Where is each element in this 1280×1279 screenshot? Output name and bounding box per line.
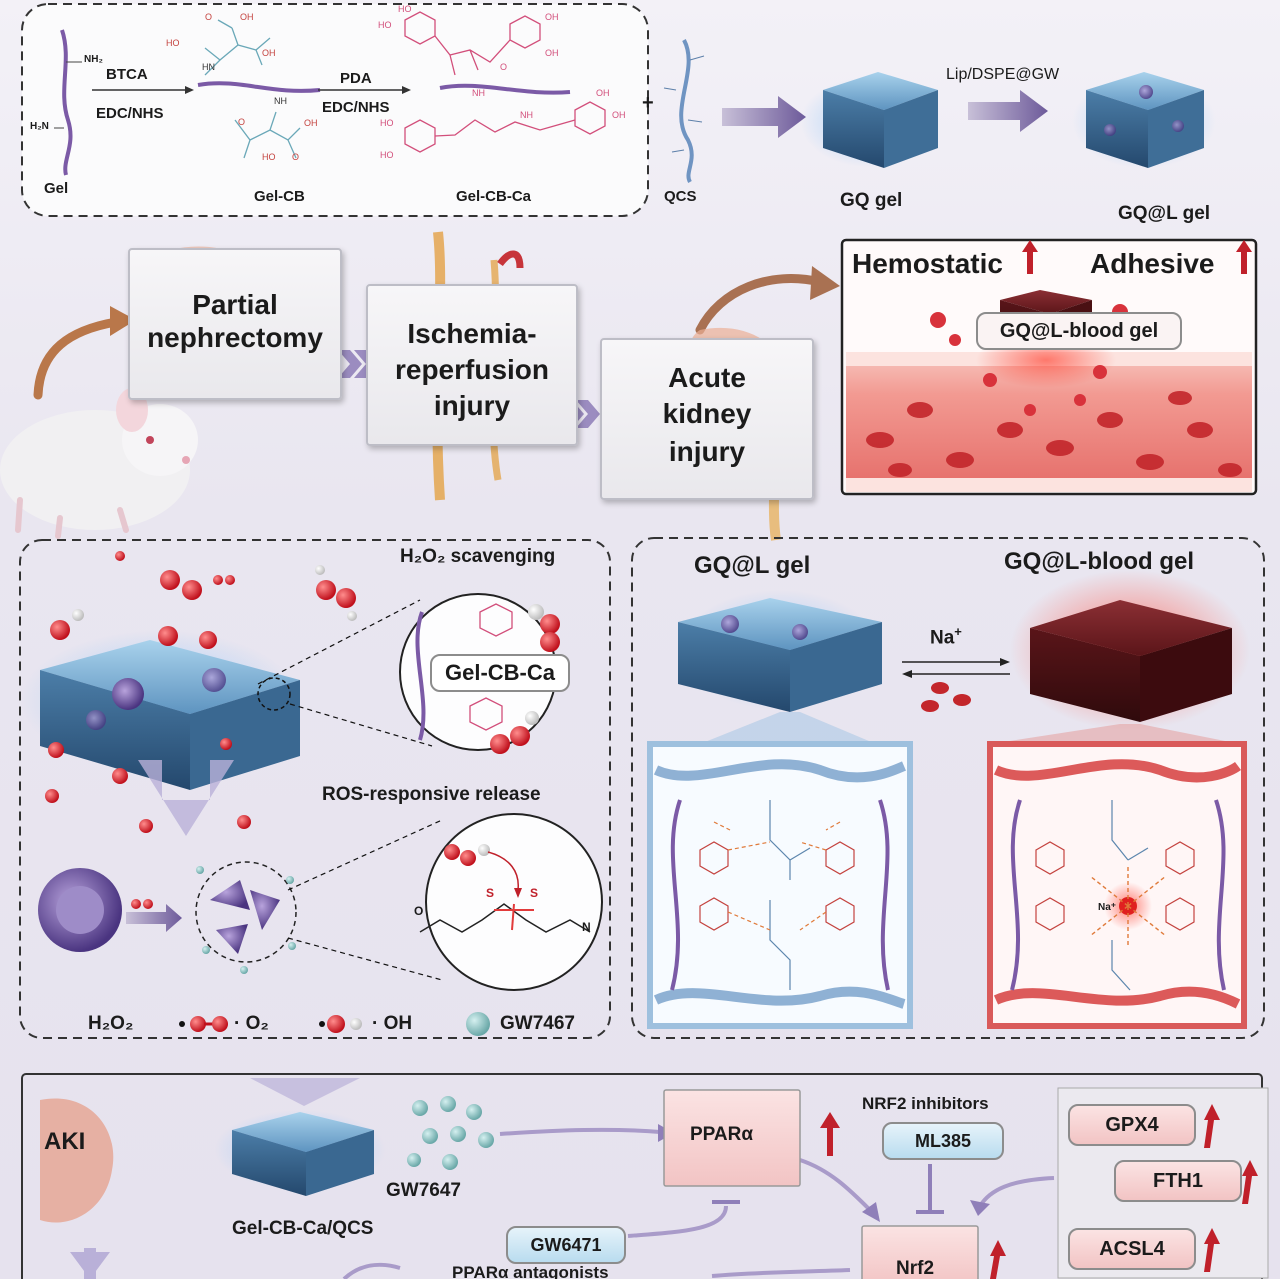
svg-text:HO: HO xyxy=(380,118,394,128)
svg-text:OH: OH xyxy=(612,110,626,120)
ppara-label: PPARα xyxy=(690,1124,754,1145)
sulfur-label-2: S xyxy=(530,886,539,900)
gq-gel-label: GQ gel xyxy=(840,190,903,211)
aki-card: Acute kidney injury xyxy=(600,338,814,500)
svg-text:O: O xyxy=(500,62,507,72)
edc-nhs-label-1: EDC/NHS xyxy=(96,105,164,122)
ml385-badge: ML385 xyxy=(882,1122,1004,1160)
blood-gel-badge: GQ@L-blood gel xyxy=(976,312,1182,350)
gel-label: Gel xyxy=(44,180,69,197)
ischemia-label-1: Ischemia- xyxy=(407,318,537,349)
pda-label: PDA xyxy=(340,70,372,87)
svg-text:O: O xyxy=(292,152,299,162)
ischemia-label-2: reperfusion xyxy=(394,354,550,385)
svg-text:OH: OH xyxy=(545,12,559,22)
sulfur-label-1: S xyxy=(486,886,495,900)
nrf2-inhibitors-label: NRF2 inhibitors xyxy=(862,1094,989,1113)
na-ion-label: Na+ xyxy=(930,624,962,649)
nh2-label: NH₂ xyxy=(84,54,103,65)
svg-text:NH: NH xyxy=(520,110,533,120)
partial-nephrectomy-label: Partial nephrectomy xyxy=(147,289,323,353)
svg-text:HO: HO xyxy=(166,38,180,48)
edc-nhs-label-2: EDC/NHS xyxy=(322,99,390,116)
aki-label-1: Acute xyxy=(668,362,746,393)
lip-dspe-label: Lip/DSPE@GW xyxy=(946,66,1060,83)
gel-cb-ca-label: Gel-CB-Ca xyxy=(456,188,532,205)
svg-text:HN: HN xyxy=(202,62,215,72)
h2n-label: H₂N xyxy=(30,121,49,132)
adhesive-label: Adhesive xyxy=(1090,248,1215,279)
na-ion-text: Na xyxy=(930,627,955,649)
svg-text:O: O xyxy=(238,117,245,127)
gw7647-label: GW7647 xyxy=(386,1180,461,1201)
aki-badge: AKI xyxy=(44,1128,86,1155)
composite-gel-label: Gel-CB-Ca/QCS xyxy=(232,1218,374,1239)
svg-text:HO: HO xyxy=(380,150,394,160)
acsl4-badge: ACSL4 xyxy=(1068,1228,1196,1270)
ischemia-card: Ischemia- reperfusion injury xyxy=(366,284,578,446)
svg-text:NH: NH xyxy=(274,96,287,106)
partial-nephrectomy-card: Partial nephrectomy xyxy=(128,248,342,400)
gql-gel-label: GQ@L gel xyxy=(1118,203,1211,224)
na-center-label: Na⁺ xyxy=(1098,902,1117,913)
svg-text:NH: NH xyxy=(472,88,485,98)
legend-oh: · OH xyxy=(372,1013,413,1034)
svg-text:HO: HO xyxy=(378,20,392,30)
ros-release-title: ROS-responsive release xyxy=(322,784,541,805)
amide-o-label: O xyxy=(414,904,424,918)
amide-n-label: N xyxy=(582,920,591,934)
ppara-antagonists-label: PPARα antagonists xyxy=(452,1263,609,1279)
svg-text:O: O xyxy=(205,12,212,22)
gql-blood-gel-title: GQ@L-blood gel xyxy=(1004,548,1195,575)
svg-text:OH: OH xyxy=(545,48,559,58)
aki-label-2: kidney xyxy=(662,398,752,429)
legend-gw7467: GW7467 xyxy=(500,1013,575,1034)
nrf2-label: Nrf2 xyxy=(896,1258,935,1279)
legend-h2o2: H₂O₂ xyxy=(88,1013,134,1034)
gql-gel-title: GQ@L gel xyxy=(694,552,811,579)
svg-text:OH: OH xyxy=(262,48,276,58)
aki-label-3: injury xyxy=(668,436,746,467)
svg-text:HO: HO xyxy=(262,152,276,162)
gpx4-badge: GPX4 xyxy=(1068,1104,1196,1146)
svg-text:OH: OH xyxy=(240,12,254,22)
h2o2-scavenging-title: H₂O₂ scavenging xyxy=(400,546,556,567)
gel-cb-ca-badge: Gel-CB-Ca xyxy=(430,654,570,692)
na-ion-charge: + xyxy=(954,624,962,639)
hemostatic-label: Hemostatic xyxy=(852,248,1003,279)
legend-o2: · O₂ xyxy=(234,1013,269,1034)
gel-cb-label: Gel-CB xyxy=(254,188,305,205)
fth1-badge: FTH1 xyxy=(1114,1160,1242,1202)
svg-text:OH: OH xyxy=(304,118,318,128)
plus-sign: + xyxy=(642,92,654,114)
svg-text:OH: OH xyxy=(596,88,610,98)
btca-label: BTCA xyxy=(106,66,148,83)
ischemia-label-3: injury xyxy=(433,390,511,421)
svg-text:HO: HO xyxy=(398,4,412,14)
qcs-label: QCS xyxy=(664,188,697,205)
gw6471-badge: GW6471 xyxy=(506,1226,626,1264)
